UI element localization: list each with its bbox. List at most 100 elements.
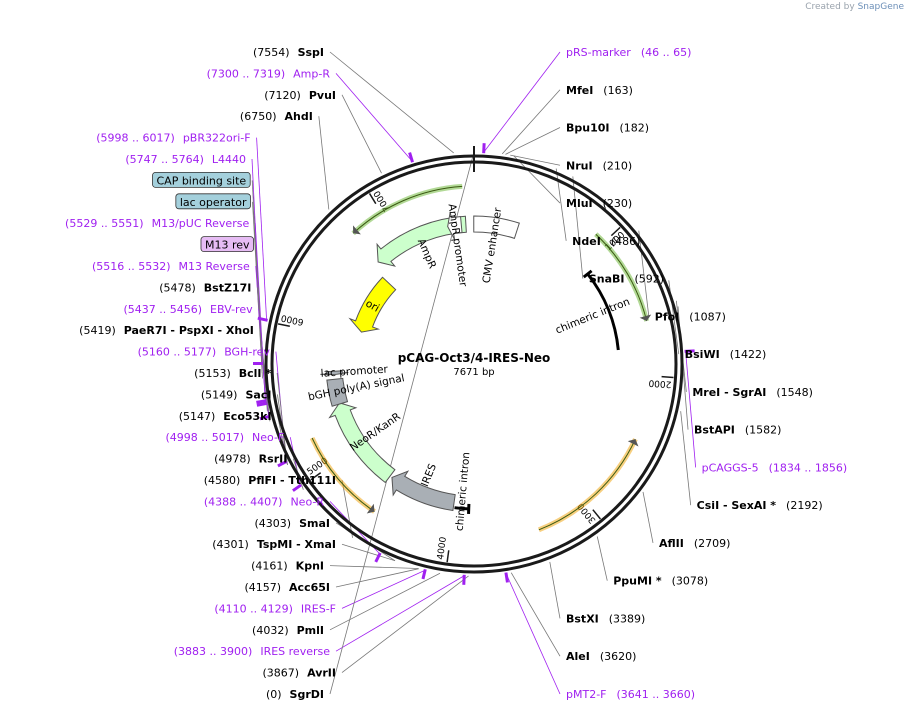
site-name: PfoI xyxy=(655,310,680,323)
site-name: BsiWI xyxy=(685,348,720,361)
credit-prefix: Created by xyxy=(805,2,855,12)
primer-mark xyxy=(421,568,427,580)
primer-label: pRS-marker (46 .. 65) xyxy=(566,46,691,59)
site-position: (7120) xyxy=(264,89,301,102)
site-name: SmaI xyxy=(299,517,330,530)
leader-line xyxy=(572,176,584,279)
feature-label: IRES xyxy=(419,462,439,489)
leader-line xyxy=(318,116,330,210)
site-name: TspMI - XmaI xyxy=(257,538,336,551)
enzyme-label: PvuI (7120) xyxy=(264,89,336,102)
leader-line xyxy=(335,568,419,588)
enzyme-label: NruI(210) xyxy=(566,159,632,172)
plasmid-backbone xyxy=(264,146,684,574)
direction-arc-line xyxy=(311,437,375,513)
leader-line xyxy=(596,536,608,581)
site-position: (3883 .. 3900) xyxy=(174,645,253,658)
site-position: (163) xyxy=(603,84,633,97)
site-name: MreI - SgrAI xyxy=(692,386,766,399)
primer-mark xyxy=(259,414,270,421)
site-position: (4157) xyxy=(244,581,281,594)
site-position: (5147) xyxy=(179,410,216,423)
feature-promoter xyxy=(473,215,520,239)
site-position: (1834 .. 1856) xyxy=(769,461,848,474)
primer-mark xyxy=(257,316,268,322)
site-position: (1087) xyxy=(689,310,726,323)
enzyme-label: Acc65I(4157) xyxy=(244,581,330,594)
plasmid-length: 7671 bp xyxy=(453,367,494,378)
enzyme-label: MluI(230) xyxy=(566,197,632,210)
site-name: L4440 xyxy=(212,153,246,166)
enzyme-label: MreI - SgrAI(1548) xyxy=(692,386,813,399)
enzyme-label: PaeR7I - PspXI - XhoI(5419) xyxy=(79,324,254,337)
site-position: (3641 .. 3660) xyxy=(617,688,696,701)
site-position: (5516 .. 5532) xyxy=(92,260,171,273)
enzyme-label: PpuMI *(3078) xyxy=(613,575,708,588)
primer-label: M13/pUC Reverse(5529 .. 5551) xyxy=(65,217,249,230)
leader-line xyxy=(341,575,469,673)
site-position: (3389) xyxy=(609,612,646,625)
leader-line xyxy=(329,565,419,569)
enzyme-label: AvrII(3867) xyxy=(263,667,336,680)
enzyme-label: BclI *(5153) xyxy=(194,367,271,380)
site-name: NdeI xyxy=(572,235,601,248)
site-position: (46 .. 65) xyxy=(641,46,692,59)
site-name: AleI xyxy=(566,650,590,663)
leader-line xyxy=(510,154,561,166)
intron-end xyxy=(582,269,593,279)
site-position: (210) xyxy=(603,159,633,172)
site-position: (4110 .. 4129) xyxy=(214,602,293,615)
enzyme-label: PmlI(4032) xyxy=(252,624,324,637)
enzyme-label: BstAPI(1582) xyxy=(694,424,781,437)
site-position: (3867) xyxy=(263,667,300,680)
leader-line xyxy=(256,137,267,321)
primer-label: Amp-R(7300 .. 7319) xyxy=(207,67,331,80)
enzyme-label: Bpu10I(182) xyxy=(566,122,649,135)
feature-tag: CAP binding site xyxy=(152,171,251,188)
enzyme-label: AleI(3620) xyxy=(566,650,636,663)
site-name: PpuMI * xyxy=(613,575,662,588)
site-name: KpnI xyxy=(296,560,324,573)
feature-tag-box xyxy=(200,236,254,253)
enzyme-label: CsiI - SexAI *(2192) xyxy=(697,499,823,512)
primer-label: pCAGGS-5(1834 .. 1856) xyxy=(702,461,848,474)
site-name: CAP binding site xyxy=(156,174,246,187)
site-position: (486) xyxy=(611,235,641,248)
site-position: (4161) xyxy=(251,560,288,573)
site-position: (4580) xyxy=(204,474,241,487)
primer-mark xyxy=(408,152,414,163)
leader-line xyxy=(341,479,353,538)
tick-label: 6000 xyxy=(280,312,305,326)
leader-line xyxy=(685,351,697,468)
site-name: pRS-marker xyxy=(566,46,631,59)
direction-arrowhead xyxy=(353,225,361,235)
feature-label: chimeric intron xyxy=(454,452,473,532)
site-position: (1582) xyxy=(745,424,782,437)
primer-label: Neo-R(4388 .. 4407) xyxy=(204,495,324,508)
site-name: MfeI xyxy=(566,84,593,97)
site-position: (4388 .. 4407) xyxy=(204,495,283,508)
tick-mark xyxy=(368,193,377,205)
enzyme-label: PfoI (1087) xyxy=(655,310,726,323)
primer-mark xyxy=(256,401,267,407)
leader-line xyxy=(680,411,692,506)
leader-line xyxy=(642,491,654,544)
site-name: IRES reverse xyxy=(260,645,330,658)
site-name: PvuI xyxy=(309,89,336,102)
site-position: (4032) xyxy=(252,624,289,637)
site-position: (5419) xyxy=(79,324,116,337)
site-position: (7300 .. 7319) xyxy=(207,67,286,80)
primer-label: pMT2-F(3641 .. 3660) xyxy=(566,688,695,701)
feature-tag-box xyxy=(175,193,251,210)
site-name: SspI xyxy=(298,46,324,59)
site-name: BclI * xyxy=(239,367,272,380)
feature-tag-box xyxy=(152,171,251,188)
site-position: (4303) xyxy=(255,517,292,530)
enzyme-label: NdeI (486) xyxy=(572,235,640,248)
enzyme-label: RsrII(4978) xyxy=(214,453,287,466)
enzyme-label: AhdI(6750) xyxy=(240,110,313,123)
feature-tag: lac operator xyxy=(175,193,251,210)
intron-bar xyxy=(586,273,620,351)
tick-label: 4000 xyxy=(436,536,449,560)
site-position: (5160 .. 5177) xyxy=(138,346,217,359)
